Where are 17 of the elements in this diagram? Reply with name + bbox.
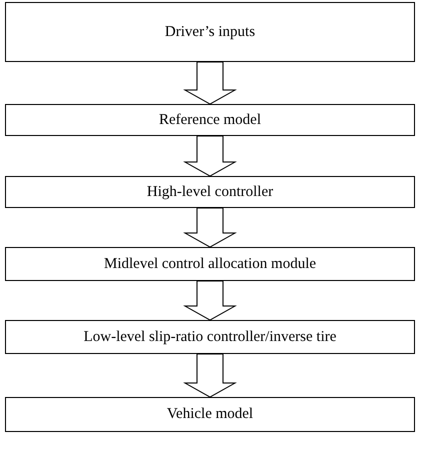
hollow-arrow xyxy=(183,354,237,398)
box-label: Reference model xyxy=(158,110,262,130)
hollow-arrow xyxy=(183,62,237,105)
box-label: Midlevel control allocation module xyxy=(104,254,316,274)
process-box xyxy=(5,320,415,354)
process-box xyxy=(5,104,415,136)
process-box xyxy=(5,247,415,281)
hollow-arrow xyxy=(183,136,237,177)
box-label: High-level controller xyxy=(146,182,274,202)
box-label: Driver’s inputs xyxy=(164,22,256,42)
box-label: Vehicle model xyxy=(166,405,254,424)
process-box xyxy=(5,397,415,432)
box-label: Low-level slip-ratio controller/inverse tire xyxy=(84,328,336,346)
process-box xyxy=(5,176,415,208)
hollow-arrow xyxy=(183,280,237,321)
process-box xyxy=(5,2,415,62)
hollow-arrow xyxy=(183,208,237,248)
